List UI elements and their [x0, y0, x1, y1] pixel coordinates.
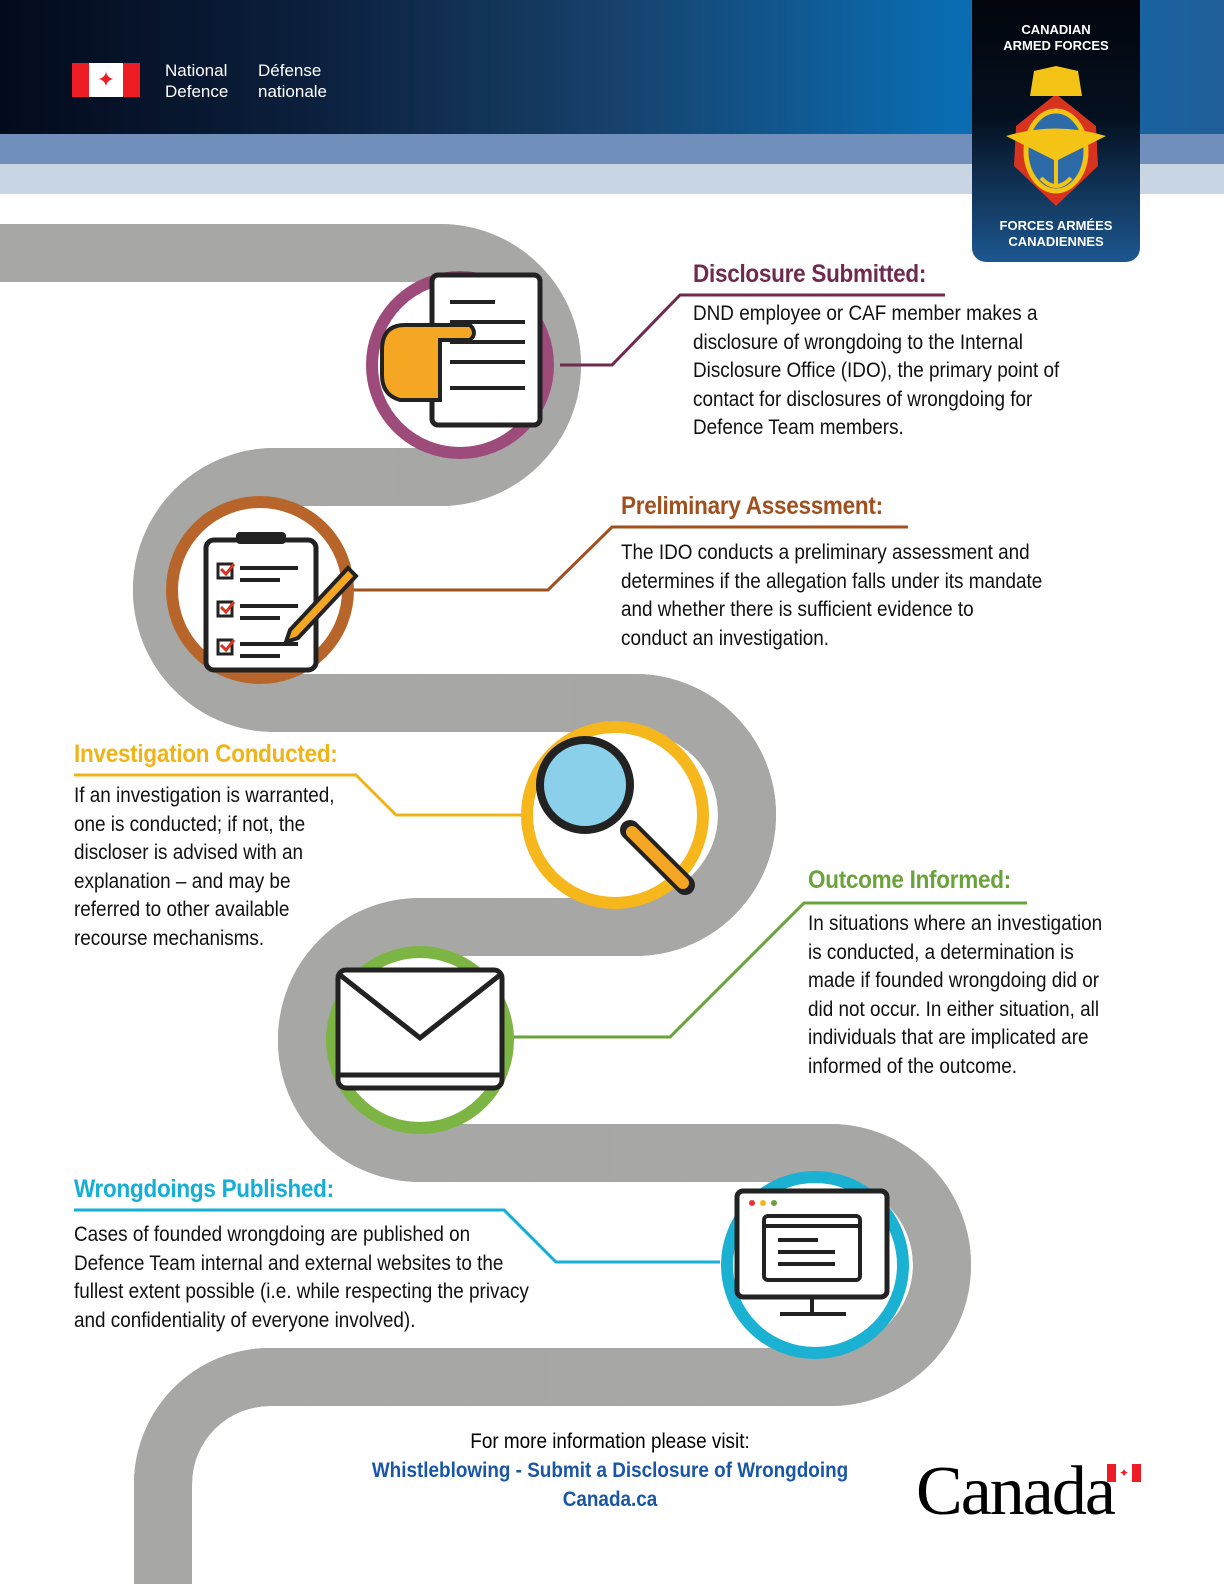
more-info: For more information please visit: Whist… — [367, 1427, 853, 1514]
canada-wordmark: Canada — [916, 1453, 1116, 1530]
computer-monitor-icon — [734, 1188, 890, 1316]
canada-ca-link[interactable]: Canada.ca — [562, 1488, 658, 1511]
document-hand-icon — [380, 272, 543, 428]
step-3-title: Investigation Conducted: — [74, 740, 338, 768]
step-3-description: If an investigation is warranted,one is … — [74, 784, 335, 950]
step-2-title: Preliminary Assessment: — [621, 492, 883, 520]
canada-flag-icon: ✦ — [72, 63, 140, 97]
step-5-title: Wrongdoings Published: — [74, 1175, 334, 1203]
step-1-icon-circle — [366, 271, 554, 459]
envelope-icon — [335, 967, 505, 1091]
step-3-icon-circle — [521, 721, 709, 909]
caf-crest-icon — [1006, 66, 1106, 206]
checklist-clipboard-icon — [203, 532, 359, 673]
more-info-label: For more information please visit: — [470, 1430, 750, 1453]
step-1-title: Disclosure Submitted: — [693, 260, 927, 288]
magnifying-glass-icon — [536, 736, 695, 895]
step-4-icon-circle — [326, 946, 514, 1134]
whistleblowing-link[interactable]: Whistleblowing - Submit a Disclosure of … — [371, 1459, 849, 1482]
step-5-description: Cases of founded wrongdoing are publishe… — [74, 1223, 529, 1332]
step-2-description: The IDO conducts a preliminary assessmen… — [621, 541, 1043, 650]
step-5-icon-circle — [721, 1171, 909, 1359]
wordmark-flag-icon: ✦ — [1107, 1464, 1141, 1482]
step-2-icon-circle — [166, 496, 359, 684]
step-4-title: Outcome Informed: — [808, 866, 1011, 894]
